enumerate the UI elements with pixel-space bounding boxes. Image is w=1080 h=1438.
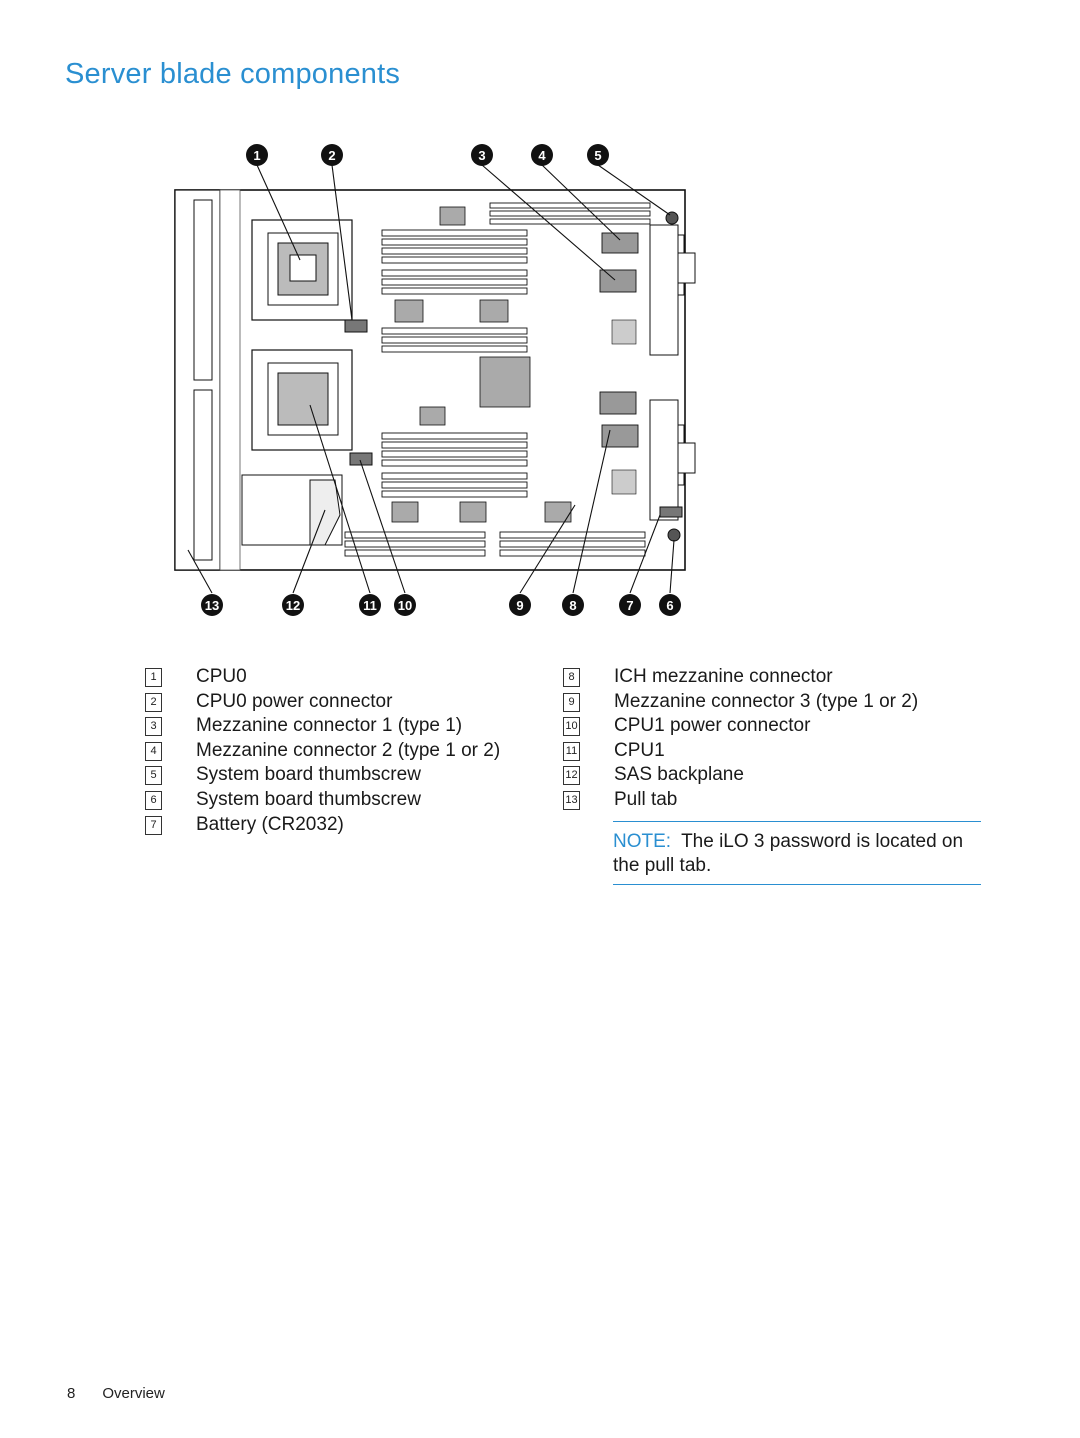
legend-number: 2 bbox=[145, 692, 162, 712]
callout-4: 4 bbox=[538, 148, 546, 163]
cpu0-power-connector bbox=[344, 319, 368, 333]
callout-5: 5 bbox=[594, 148, 601, 163]
sas-backplane bbox=[241, 474, 343, 546]
legend-label: System board thumbscrew bbox=[196, 788, 421, 810]
callout-8: 8 bbox=[569, 598, 576, 613]
legend-label: SAS backplane bbox=[614, 764, 744, 786]
legend-number: 3 bbox=[145, 717, 162, 737]
mezzanine-connector-1 bbox=[599, 269, 637, 293]
legend-label: CPU0 power connector bbox=[196, 690, 393, 712]
callout-10: 10 bbox=[398, 598, 412, 613]
cpu1-power-connector bbox=[349, 452, 373, 466]
callout-7: 7 bbox=[626, 598, 633, 613]
legend-number: 4 bbox=[145, 741, 162, 761]
page-number: 8 bbox=[67, 1385, 76, 1402]
legend-number: 13 bbox=[563, 790, 580, 810]
legend-label: Mezzanine connector 3 (type 1 or 2) bbox=[614, 690, 919, 712]
legend-number: 11 bbox=[563, 741, 580, 761]
legend-number: 8 bbox=[563, 668, 580, 687]
legend-number: 6 bbox=[145, 790, 162, 810]
mezzanine-connector-2 bbox=[601, 232, 639, 254]
legend-number: 5 bbox=[145, 766, 162, 786]
legend-label: Mezzanine connector 2 (type 1 or 2) bbox=[196, 739, 501, 761]
callout-9: 9 bbox=[516, 598, 523, 613]
legend-label: Pull tab bbox=[614, 788, 678, 810]
legend-number: 7 bbox=[145, 815, 162, 835]
legend-number: 1 bbox=[145, 668, 162, 687]
battery bbox=[659, 506, 683, 518]
legend-number: 12 bbox=[563, 766, 580, 786]
legend-label: Mezzanine connector 1 (type 1) bbox=[196, 715, 463, 737]
legend-label: System board thumbscrew bbox=[196, 764, 421, 786]
legend-label: CPU0 bbox=[196, 666, 247, 687]
legend-number: 10 bbox=[563, 717, 580, 737]
callout-3: 3 bbox=[478, 148, 485, 163]
footer-section: Overview bbox=[102, 1385, 165, 1402]
callout-6: 6 bbox=[666, 598, 673, 613]
note-box: NOTE:The iLO 3 password is located on th… bbox=[613, 821, 981, 885]
callout-13: 13 bbox=[205, 598, 219, 613]
callout-1: 1 bbox=[253, 148, 260, 163]
cpu0-socket bbox=[251, 219, 353, 321]
mezzanine-connector-3 bbox=[601, 424, 639, 448]
cpu1-socket bbox=[251, 349, 353, 451]
callout-11: 11 bbox=[363, 598, 377, 613]
callout-2: 2 bbox=[328, 148, 335, 163]
page-title: Server blade components bbox=[65, 58, 401, 90]
legend-number: 9 bbox=[563, 692, 580, 712]
legend-label: Battery (CR2032) bbox=[196, 813, 344, 835]
legend-label: CPU1 power connector bbox=[614, 715, 811, 737]
page-footer: 8 Overview bbox=[67, 1385, 165, 1402]
thumbscrew-5 bbox=[665, 211, 679, 225]
note-text: The iLO 3 password is located on the pul… bbox=[613, 831, 964, 876]
callout-12: 12 bbox=[286, 598, 300, 613]
legend-label: ICH mezzanine connector bbox=[614, 666, 833, 687]
legend-label: CPU1 bbox=[614, 739, 665, 761]
server-blade-diagram: 1 2 3 4 5 13 12 11 10 9 8 7 6 bbox=[174, 144, 696, 616]
note-label: NOTE: bbox=[613, 831, 672, 852]
ich-mezzanine-connector bbox=[599, 391, 637, 415]
thumbscrew-6 bbox=[667, 528, 681, 542]
